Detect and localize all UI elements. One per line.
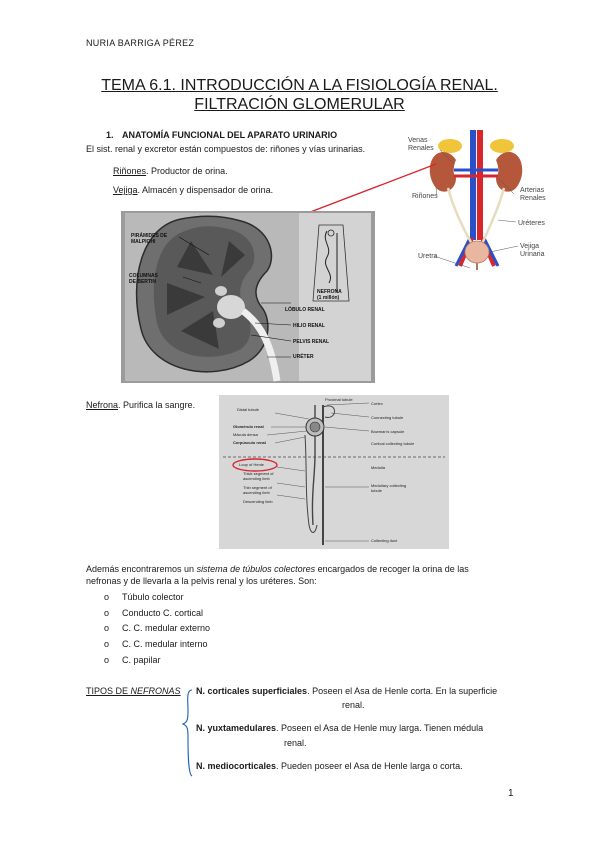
ureters xyxy=(446,187,506,245)
label-uretra: Uretra xyxy=(418,253,438,260)
tipos-bracket xyxy=(181,689,193,777)
header-author: NURIA BARRIGA PÉREZ xyxy=(86,38,195,48)
nephron-drawing xyxy=(219,395,449,549)
collectors-line2: nefronas y de llevarla a la pelvis renal… xyxy=(86,576,317,586)
nephron-photo: Distal tubule Glomérulo renal Mácula den… xyxy=(219,395,449,549)
nephron-label-loop: Loop of Henle xyxy=(239,462,264,467)
section-title: ANATOMÍA FUNCIONAL DEL APARATO URINARIO xyxy=(122,130,338,140)
intro-paragraph: El sist. renal y excretor están compuest… xyxy=(86,144,366,154)
tipo-mediocorticales-name: N. mediocorticales xyxy=(196,761,277,771)
tipo-yuxtamedulares-name: N. yuxtamedulares xyxy=(196,723,277,733)
title-line1-rest: INTRODUCCIÓN A LA FISIOLOGÍA RENAL. xyxy=(175,77,498,94)
nephron-label-macula: Mácula densa xyxy=(233,432,258,437)
aorta xyxy=(477,130,483,240)
tipos-label: TIPOS DE NEFRONAS xyxy=(86,686,181,696)
title-line2: FILTRACIÓN GLOMERULAR xyxy=(194,96,405,113)
nephron-label-thin: Thin segment of ascending limb xyxy=(243,485,272,495)
collectors-line1: Además encontraremos un sistema de túbul… xyxy=(86,564,469,574)
rinones-label: Riñones xyxy=(113,166,147,176)
right-adrenal-gland xyxy=(490,139,514,153)
label-ureteres: Uréteres xyxy=(518,220,545,227)
nephron-label-medulla: Medulla xyxy=(371,465,386,470)
left-kidney xyxy=(429,152,456,192)
nephron-label-medullary-collecting: Medullary collecting tubule xyxy=(371,483,407,493)
vena-cava xyxy=(470,130,476,240)
vejiga-text: . Almacén y dispensador de orina. xyxy=(137,185,274,195)
nephron-label-thick: Thick segment of ascending limb xyxy=(243,471,274,481)
nefrona-text: . Purifica la sangre. xyxy=(118,400,196,410)
rinones-line: Riñones. Productor de orina. xyxy=(113,166,228,176)
kidney-section-drawing xyxy=(121,211,375,383)
tipo-corticales-line1: N. corticales superficiales. Poseen el A… xyxy=(196,686,498,696)
nephron-label-bowman: Bowman's capsule xyxy=(371,429,405,434)
nephron-label-cortex: Cortex xyxy=(371,401,383,406)
label-ureter: URÉTER xyxy=(293,354,314,360)
right-kidney xyxy=(496,152,523,192)
tipo-mediocorticales-line1: N. mediocorticales. Pueden poseer el Asa… xyxy=(196,761,463,771)
vejiga-label: Vejiga xyxy=(113,185,138,195)
label-pelvis: PELVIS RENAL xyxy=(293,339,330,345)
tipo-yuxtamedulares-line2: renal. xyxy=(284,738,307,748)
label-hilio: HILIO RENAL xyxy=(293,323,325,329)
left-adrenal-gland xyxy=(438,139,462,153)
document-title-line2: FILTRACIÓN GLOMERULAR xyxy=(0,96,599,114)
nephron-label-distal: Distal tubule xyxy=(237,407,260,412)
page-number: 1 xyxy=(508,788,514,799)
label-lobulo: LÓBULO RENAL xyxy=(285,307,325,313)
collectors-italic: sistema de túbulos colectores xyxy=(196,564,316,574)
tipo-yuxtamedulares-line1: N. yuxtamedulares. Poseen el Asa de Henl… xyxy=(196,723,484,733)
document-title-line1: TEMA 6.1. INTRODUCCIÓN A LA FISIOLOGÍA R… xyxy=(0,77,599,95)
section-heading: 1. ANATOMÍA FUNCIONAL DEL APARATO URINARI… xyxy=(106,130,337,140)
bladder xyxy=(464,240,490,264)
label-nefrona: NEFRONA(1 millón) xyxy=(317,289,342,301)
nephron-label-corpusculo: Corpúsculo renal xyxy=(233,440,266,445)
nephron-label-proximal: Proximal tubule xyxy=(325,397,353,402)
nephron-label-glomerulo: Glomérulo renal xyxy=(233,424,264,429)
rinones-text: . Productor de orina. xyxy=(146,166,228,176)
tipo-corticales-line2: renal. xyxy=(342,700,365,710)
section-number: 1. xyxy=(106,130,114,140)
nephron-label-descending: Descending limb xyxy=(243,499,273,504)
nephron-label-connecting: Connecting tubule xyxy=(371,415,404,420)
title-number: TEMA 6.1. xyxy=(101,77,176,94)
nephron-label-cortical-collecting: Cortical collecting tubule xyxy=(371,441,415,446)
label-rinones: Riñones xyxy=(412,193,438,200)
tipo-corticales-name: N. corticales superficiales xyxy=(196,686,308,696)
nephron-label-collecting-duct: Collecting duct xyxy=(371,538,398,543)
nefrona-label: Nefrona xyxy=(86,400,119,410)
urinary-system-figure xyxy=(429,130,523,270)
nefrona-line: Nefrona. Purifica la sangre. xyxy=(86,400,195,410)
vejiga-line: Vejiga. Almacén y dispensador de orina. xyxy=(113,185,273,195)
